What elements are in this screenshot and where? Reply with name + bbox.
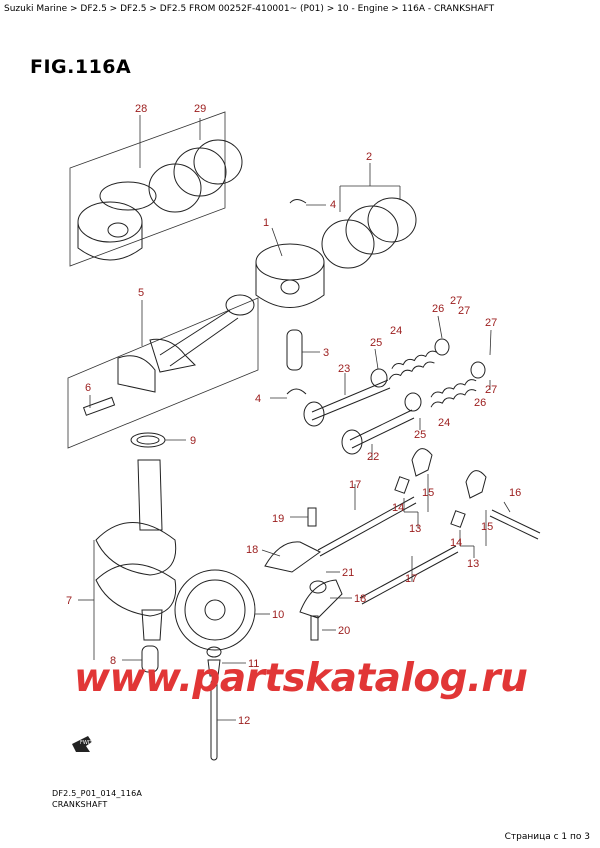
valve-train bbox=[303, 315, 492, 460]
callout-21[interactable]: 21 bbox=[342, 567, 354, 579]
diagram-name: CRANKSHAFT bbox=[52, 800, 108, 809]
callout-17-bottom[interactable]: 17 bbox=[405, 573, 417, 585]
callout-27-bottom[interactable]: 27 bbox=[485, 384, 497, 396]
callout-13-bottom[interactable]: 13 bbox=[467, 558, 479, 570]
fwd-arrow-icon: FWD bbox=[72, 736, 92, 752]
crank-gear bbox=[174, 569, 270, 651]
callout-2[interactable]: 2 bbox=[366, 151, 372, 163]
callout-7[interactable]: 7 bbox=[66, 595, 72, 607]
callout-15-bottom[interactable]: 15 bbox=[481, 521, 493, 533]
callout-4-top[interactable]: 4 bbox=[330, 199, 336, 211]
callout-18-top[interactable]: 18 bbox=[246, 544, 258, 556]
callout-1[interactable]: 1 bbox=[263, 217, 269, 229]
callout-25-bottom[interactable]: 25 bbox=[414, 429, 426, 441]
rocker-assembly bbox=[261, 448, 541, 641]
callout-4-bottom[interactable]: 4 bbox=[255, 393, 261, 405]
callout-20[interactable]: 20 bbox=[338, 625, 350, 637]
oil-seal bbox=[130, 432, 186, 448]
callout-15-top[interactable]: 15 bbox=[422, 487, 434, 499]
callout-19[interactable]: 19 bbox=[272, 513, 284, 525]
fwd-label: FWD bbox=[80, 740, 92, 746]
figure-title: FIG.116A bbox=[30, 56, 132, 78]
callout-25-top[interactable]: 25 bbox=[370, 337, 382, 349]
callout-28[interactable]: 28 bbox=[135, 103, 147, 115]
callout-14-bottom[interactable]: 14 bbox=[450, 537, 462, 549]
watermark: www.partskatalog.ru bbox=[74, 656, 528, 701]
callout-11[interactable]: 11 bbox=[248, 658, 259, 670]
callout-3[interactable]: 3 bbox=[323, 347, 329, 359]
callout-14-top[interactable]: 14 bbox=[392, 502, 404, 514]
piston-assembly bbox=[255, 163, 417, 399]
pushrod-assembly bbox=[206, 646, 246, 761]
callout-18-bottom[interactable]: 18 bbox=[354, 593, 366, 605]
callout-9[interactable]: 9 bbox=[190, 435, 196, 447]
callout-22[interactable]: 22 bbox=[367, 451, 379, 463]
callout-26-bottom[interactable]: 26 bbox=[474, 397, 486, 409]
callout-13-top[interactable]: 13 bbox=[409, 523, 421, 535]
callout-24-top[interactable]: 24 bbox=[390, 325, 402, 337]
connecting-rod-group bbox=[67, 294, 259, 449]
page-counter: Страница с 1 по 3 bbox=[504, 832, 590, 842]
callout-29[interactable]: 29 bbox=[194, 103, 206, 115]
callout-17-top[interactable]: 17 bbox=[349, 479, 361, 491]
callout-27-top-a[interactable]: 27 bbox=[450, 295, 462, 307]
callout-5[interactable]: 5 bbox=[138, 287, 144, 299]
piston-kit-group bbox=[69, 111, 243, 267]
breadcrumb[interactable]: Suzuki Marine > DF2.5 > DF2.5 > DF2.5 FR… bbox=[4, 4, 495, 14]
callout-12[interactable]: 12 bbox=[238, 715, 250, 727]
callout-24-bottom[interactable]: 24 bbox=[438, 417, 450, 429]
callout-27-top-b[interactable]: 27 bbox=[458, 305, 470, 317]
diagram-code: DF2.5_P01_014_116A bbox=[52, 789, 143, 798]
callout-10[interactable]: 10 bbox=[272, 609, 284, 621]
crankshaft bbox=[78, 459, 177, 673]
callout-26-top[interactable]: 26 bbox=[432, 303, 444, 315]
callout-27-right[interactable]: 27 bbox=[485, 317, 497, 329]
callout-23[interactable]: 23 bbox=[338, 363, 350, 375]
callout-6[interactable]: 6 bbox=[85, 382, 91, 394]
callout-8[interactable]: 8 bbox=[110, 655, 116, 667]
callout-16[interactable]: 16 bbox=[509, 487, 521, 499]
